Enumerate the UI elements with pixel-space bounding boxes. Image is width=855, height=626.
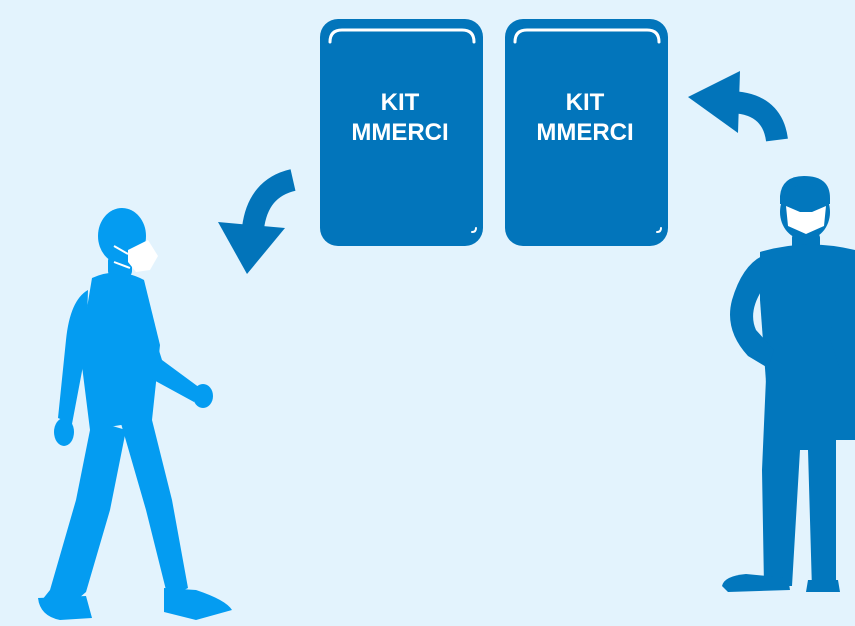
- kit-label-line1: KIT: [565, 89, 605, 116]
- kit-box-left: [320, 19, 483, 246]
- kit-label-line2: MMERCI: [351, 119, 449, 146]
- kit-box-right: [505, 19, 668, 246]
- kit-box-left-label: KIT MMERCI: [320, 88, 480, 148]
- standing-person-with-mask-icon: [722, 176, 855, 592]
- kit-box-right-label: KIT MMERCI: [505, 88, 665, 148]
- walking-person-with-mask-icon: [38, 208, 232, 620]
- kit-label-line2: MMERCI: [536, 119, 634, 146]
- kit-label-line1: KIT: [380, 89, 420, 116]
- curved-arrow-down-left-icon: [218, 169, 297, 274]
- face-mask-icon: [786, 206, 826, 234]
- curved-arrow-up-left-icon: [688, 71, 788, 143]
- face-mask-icon: [113, 240, 158, 272]
